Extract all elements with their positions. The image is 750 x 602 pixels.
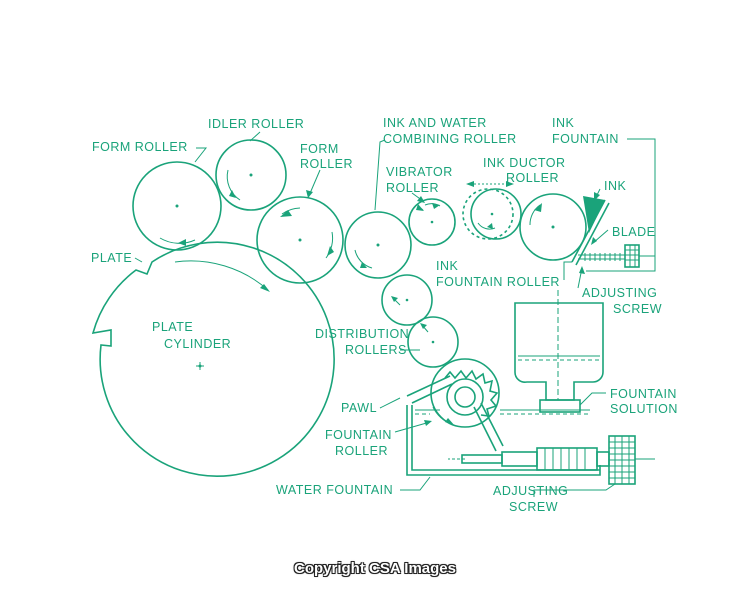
labels: FORM ROLLER IDLER ROLLER FORM ROLLER INK… [91, 116, 678, 514]
label-distribution-line2: ROLLERS [345, 343, 407, 357]
label-pawl: PAWL [341, 401, 377, 415]
label-ink-fountain-roller-line2: FOUNTAIN ROLLER [436, 275, 560, 289]
label-ink-fountain-roller-line1: INK [436, 259, 459, 273]
fountain-solution-bottle [514, 290, 604, 413]
label-vibrator-line1: VIBRATOR [386, 165, 453, 179]
label-vibrator-line2: ROLLER [386, 181, 439, 195]
label-ink-ductor-line2: ROLLER [506, 171, 559, 185]
water-fountain-tray [406, 405, 601, 476]
label-ink-fountain-line2: FOUNTAIN [552, 132, 619, 146]
adjusting-screw-top [578, 244, 655, 268]
label-adjusting-screw-bottom-line2: SCREW [509, 500, 558, 514]
label-fountain-solution-line2: SOLUTION [610, 402, 678, 416]
label-fountain-solution-line1: FOUNTAIN [610, 387, 677, 401]
label-distribution-line1: DISTRIBUTION [315, 327, 409, 341]
label-ink-ductor-line1: INK DUCTOR [483, 156, 566, 170]
adjusting-screw-bottom [448, 435, 655, 485]
label-form-roller-center-line1: FORM [300, 142, 339, 156]
label-idler-roller: IDLER ROLLER [208, 117, 304, 131]
label-adjusting-screw-top-line1: ADJUSTING [582, 286, 657, 300]
plate-cylinder [91, 241, 335, 477]
label-fountain-roller-line1: FOUNTAIN [325, 428, 392, 442]
label-plate-cylinder-line2: CYLINDER [164, 337, 231, 351]
label-adjusting-screw-top-line2: SCREW [613, 302, 662, 316]
leader-lines [134, 131, 656, 497]
label-ink-water-line1: INK AND WATER [383, 116, 487, 130]
label-ink-fountain-line1: INK [552, 116, 575, 130]
ink-fountain-roller [519, 193, 587, 261]
label-water-fountain: WATER FOUNTAIN [276, 483, 393, 497]
label-form-roller-left: FORM ROLLER [92, 140, 188, 154]
label-fountain-roller-line2: ROLLER [335, 444, 388, 458]
copyright-watermark: Copyright CSA Images [294, 560, 456, 577]
label-ink-water-line2: COMBINING ROLLER [383, 132, 517, 146]
form-roller-left [132, 161, 222, 251]
distribution-rollers [381, 274, 459, 368]
ink-water-combining-roller [344, 211, 412, 279]
fountain-roller-assembly [406, 358, 504, 452]
idler-roller [215, 139, 287, 211]
label-blade: BLADE [612, 225, 656, 239]
label-adjusting-screw-bottom-line1: ADJUSTING [493, 484, 568, 498]
label-ink: INK [604, 179, 627, 193]
label-plate-cylinder-line1: PLATE [152, 320, 193, 334]
ink-ductor-roller [462, 181, 522, 240]
vibrator-roller [408, 198, 456, 246]
label-plate: PLATE [91, 251, 132, 265]
label-form-roller-center-line2: ROLLER [300, 157, 353, 171]
form-roller-center [256, 196, 344, 284]
